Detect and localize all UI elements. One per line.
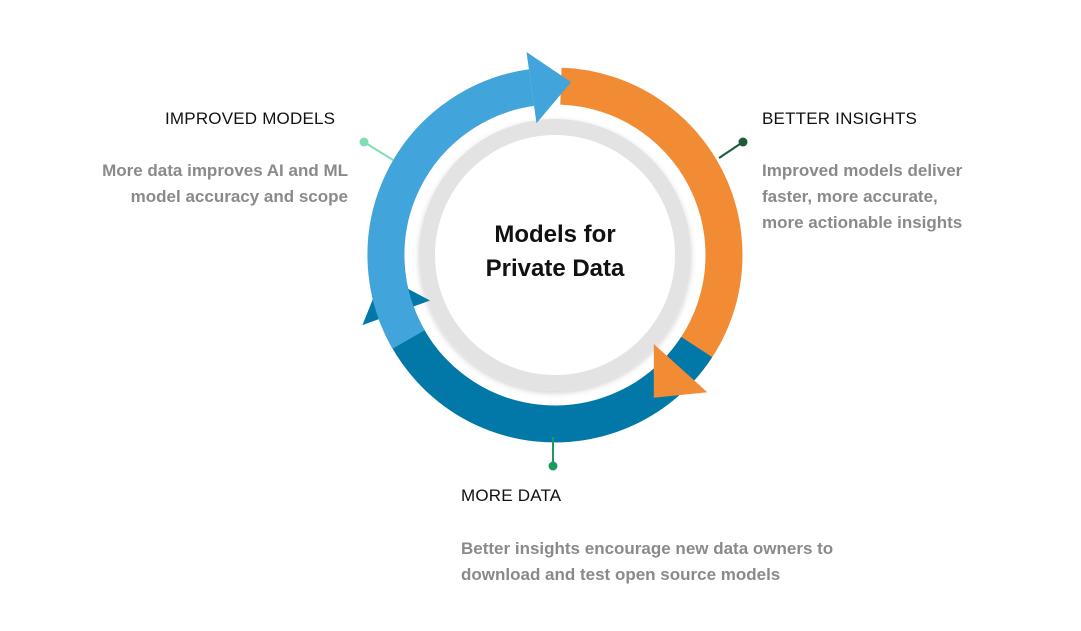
better-insights-description: Improved models deliver faster, more acc… [762, 158, 962, 236]
center-title-line1: Models for [494, 221, 616, 248]
improved-models-desc-line1: More data improves AI and ML [102, 161, 348, 180]
better-insights-arrowhead [653, 344, 708, 398]
center-disc [435, 135, 675, 375]
improved-models-description: More data improves AI and ML model accur… [40, 158, 348, 210]
more-data-title: MORE DATA [461, 486, 562, 505]
center-title: Models for Private Data [455, 218, 655, 286]
better-insights-connector [718, 141, 744, 159]
better-insights-desc-line3: more actionable insights [762, 213, 963, 232]
improved-models-arc [367, 69, 535, 349]
improved-models-title: IMPROVED MODELS [165, 109, 336, 128]
more-data-desc-line2: download and test open source models [461, 565, 781, 584]
more-data-description: Better insights encourage new data owner… [461, 536, 833, 588]
better-insights-desc-line2: faster, more accurate, [762, 187, 938, 206]
better-insights-arc [560, 67, 743, 381]
better-insights-desc-line1: Improved models deliver [762, 161, 963, 180]
more-data-dot [548, 461, 558, 471]
improved-models-connector [363, 141, 394, 161]
better-insights-title: BETTER INSIGHTS [762, 109, 918, 128]
more-data-desc-line1: Better insights encourage new data owner… [461, 539, 834, 558]
improved-models-arrowhead [526, 52, 572, 124]
improved-models-dot [359, 137, 369, 147]
better-insights-dot [738, 137, 748, 147]
center-title-line2: Private Data [485, 255, 625, 282]
improved-models-desc-line2: model accuracy and scope [130, 187, 348, 206]
